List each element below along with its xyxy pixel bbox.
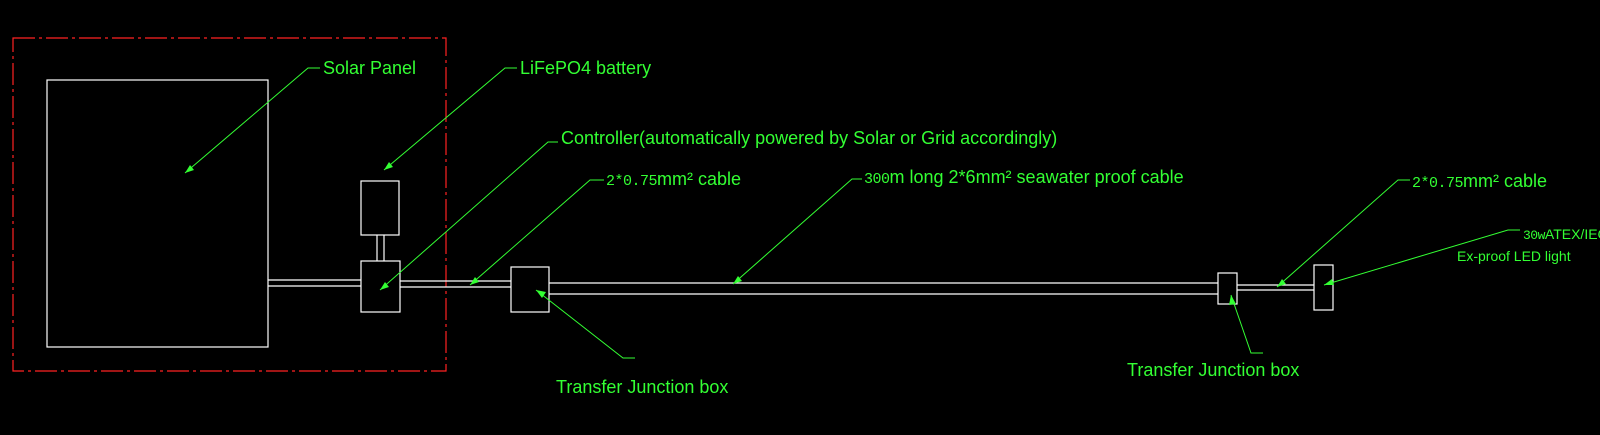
leader-led-light bbox=[1323, 229, 1520, 286]
led-light-label-line2: Ex-proof LED light bbox=[1457, 248, 1571, 264]
cable-short-right-size: 2*0.75 bbox=[1412, 175, 1464, 192]
junction-box-left-label: Transfer Junction box bbox=[556, 377, 729, 397]
battery-label: LiFePO4 battery bbox=[520, 58, 652, 78]
arrowhead bbox=[733, 276, 742, 284]
controller-label: Controller(automatically powered by Sola… bbox=[561, 128, 1058, 148]
battery-shape bbox=[360, 180, 400, 236]
junction-box-left-shape bbox=[510, 266, 550, 313]
cable-short-right-text: mm² cable bbox=[1463, 171, 1548, 191]
cable-short-left-text: mm² cable bbox=[657, 169, 742, 189]
arrowhead bbox=[1324, 279, 1334, 285]
arrowhead bbox=[380, 282, 389, 290]
cable-long-text: m long 2*6mm² seawater proof cable bbox=[889, 167, 1184, 187]
led-light-shape bbox=[1313, 264, 1334, 311]
arrowhead bbox=[470, 277, 479, 285]
arrowhead bbox=[185, 165, 194, 173]
junction-box-right-label: Transfer Junction box bbox=[1127, 360, 1300, 380]
cable-short-left-label: 2*0.75mm² cable bbox=[606, 170, 741, 189]
installation-boundary bbox=[12, 37, 447, 372]
leader-solar-panel bbox=[184, 67, 320, 174]
arrowhead bbox=[536, 290, 546, 298]
arrowhead bbox=[1229, 295, 1236, 305]
leader-junction-left bbox=[535, 289, 635, 359]
junction-box-right-shape bbox=[1217, 272, 1238, 305]
leader-controller bbox=[379, 141, 558, 291]
leader-cable-long bbox=[732, 178, 862, 285]
leader-junction-right bbox=[1230, 294, 1263, 354]
arrowhead bbox=[384, 162, 393, 170]
led-light-cert: ATEX/IECEx bbox=[1544, 226, 1600, 242]
controller-shape bbox=[360, 260, 401, 313]
cable-long-length: 300 bbox=[864, 171, 890, 188]
solar-panel-label: Solar Panel bbox=[323, 58, 417, 78]
cable-short-left-size: 2*0.75 bbox=[606, 173, 658, 190]
arrowhead bbox=[1277, 279, 1286, 287]
cable-short-right-label: 2*0.75mm² cable bbox=[1412, 172, 1547, 191]
cable-long-label: 300m long 2*6mm² seawater proof cable bbox=[864, 168, 1184, 187]
led-light-power: 30w bbox=[1523, 228, 1545, 243]
leader-battery bbox=[383, 67, 517, 171]
solar-panel-shape bbox=[46, 79, 269, 348]
led-light-label-line1: 30wATEX/IECEx bbox=[1523, 227, 1600, 242]
leader-cable-short-right bbox=[1276, 179, 1410, 288]
leader-cable-short-left bbox=[469, 179, 604, 286]
